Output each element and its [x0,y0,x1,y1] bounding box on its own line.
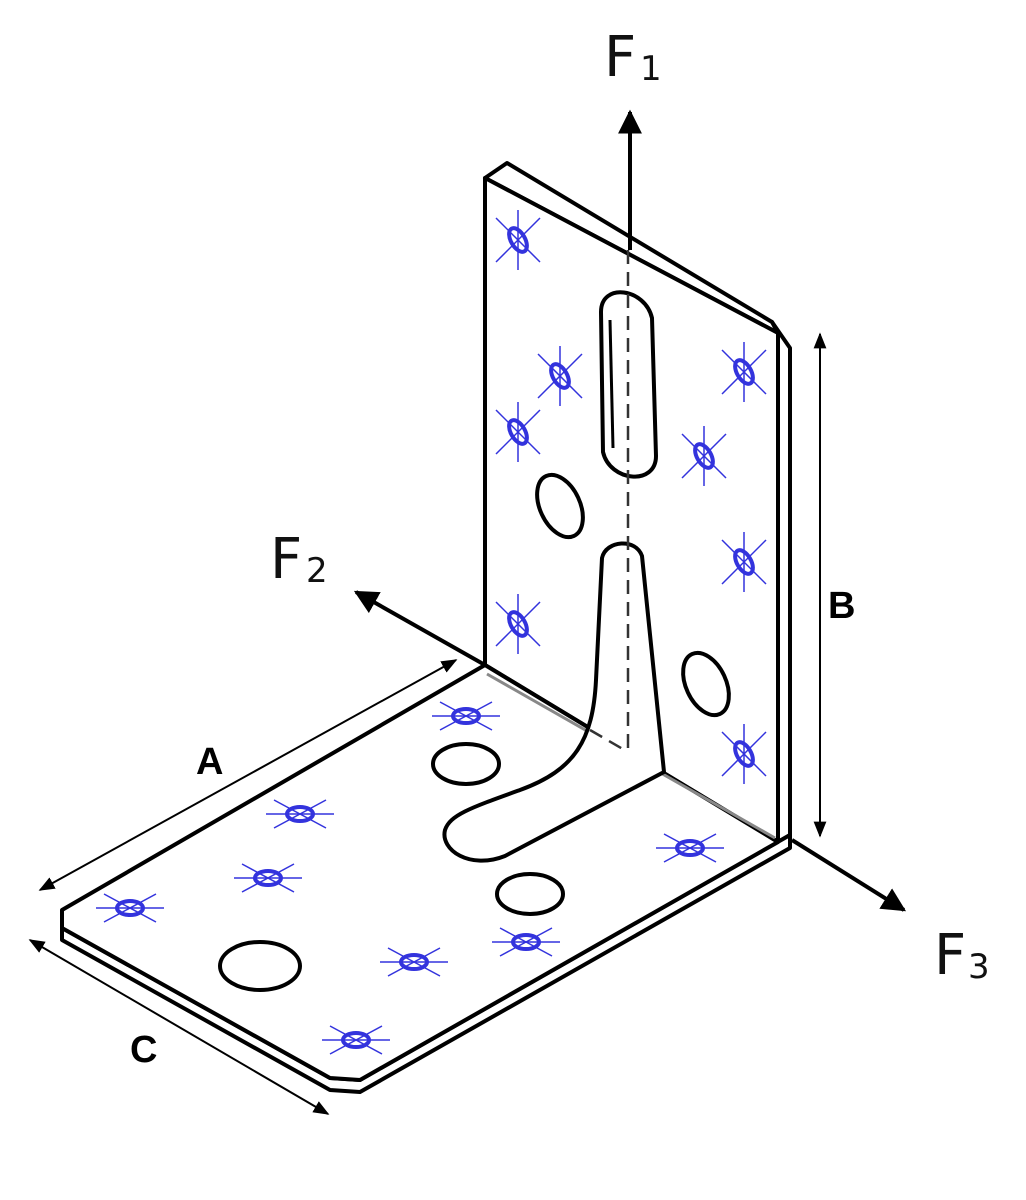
f2-subscript: 2 [306,551,328,591]
f2-label: F [270,527,302,592]
dimension-a-label: A [196,741,223,783]
f3-label: F [934,923,966,988]
anchor-hole [681,650,731,718]
f1-subscript: 1 [640,49,662,89]
dimension-b-label: B [828,585,855,627]
nail-markers-vertical [495,210,767,784]
dimension-a-line [38,659,458,891]
anchor-hole [535,472,585,540]
f3-arrow [790,838,907,912]
anchor-hole [218,940,302,992]
f1-label: F [604,25,636,90]
f3-subscript: 3 [968,947,990,987]
f2-arrow [353,590,486,667]
dimension-c-line [28,939,330,1115]
anchor-hole [495,872,565,916]
anchor-hole [431,742,501,786]
dimension-c-label: C [130,1029,157,1071]
